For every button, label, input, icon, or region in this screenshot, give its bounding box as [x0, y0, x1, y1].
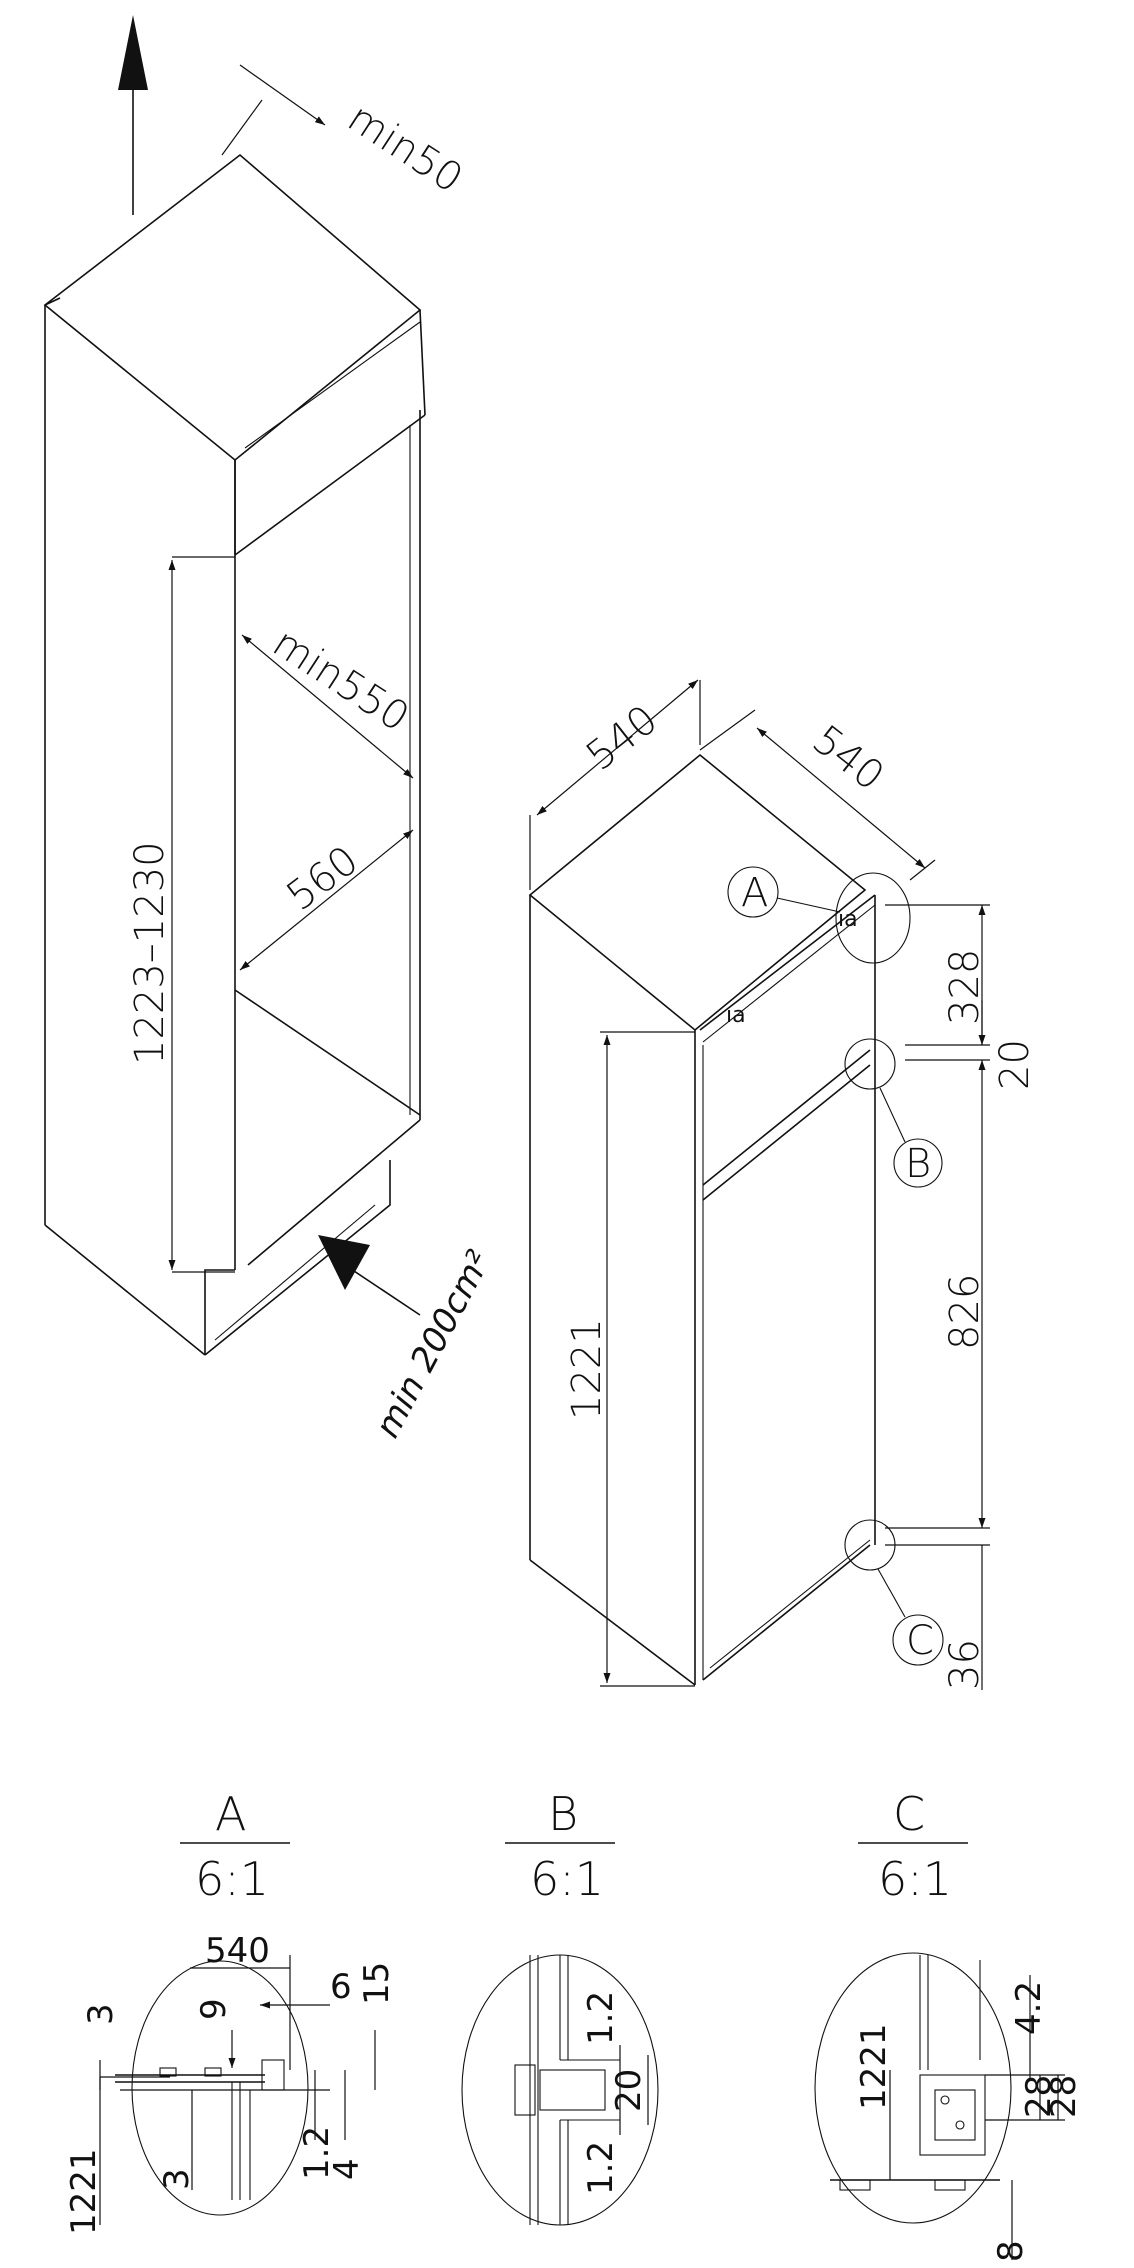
detail-a-height-label: 1221: [64, 2148, 104, 2235]
detail-a: A 6:1 540 6 15 9 3 1.2 4 3 1221: [64, 1787, 397, 2235]
detail-a-scale: 6:1: [195, 1852, 269, 1906]
dim-middle-label: 826: [942, 1274, 988, 1350]
detail-c-d28-outer-label: 28: [1044, 2075, 1084, 2118]
svg-text:ıa: ıa: [838, 907, 858, 932]
callout-c-bubble: [892, 1614, 944, 1666]
top-clearance-label: min50: [340, 95, 471, 202]
detail-c-scale: 6:1: [878, 1852, 952, 1906]
fridge-top: [528, 753, 867, 1032]
detail-c-d8-label: 8: [991, 2240, 1031, 2262]
detail-c-title: C: [893, 1787, 925, 1841]
callout-a-circle: [835, 872, 911, 964]
ventilation-arrow-icon: [318, 1235, 370, 1290]
cabinet-drawing: min50 min550 560 1223–1230 min 200cm²: [43, 15, 500, 1444]
detail-c-circle: [814, 1952, 1012, 2224]
depth-label: min550: [265, 620, 417, 741]
svg-text:ıa: ıa: [726, 1003, 746, 1028]
detail-a-d1-2-label: 1.2: [297, 2126, 337, 2180]
up-arrow-icon: [118, 15, 148, 90]
callout-b-bubble: [893, 1138, 943, 1188]
detail-a-circle: [131, 1960, 309, 2216]
dim-bottom-label: 36: [942, 1639, 988, 1690]
detail-a-d3-top-label: 3: [81, 2003, 121, 2025]
detail-c: C 6:1 1221 4.2 28 28 8: [814, 1787, 1084, 2262]
detail-b-d1-2-top-label: 1.2: [581, 1991, 621, 2045]
callout-a-label: A: [741, 870, 768, 916]
detail-a-d6-label: 6: [330, 1967, 352, 2007]
callout-b-label: B: [905, 1141, 931, 1187]
detail-c-d28-inner-label: 28: [1019, 2075, 1059, 2118]
detail-b-d1-2-bottom-label: 1.2: [581, 2141, 621, 2195]
callout-c-label: C: [906, 1618, 934, 1664]
callout-a-bubble: [727, 866, 779, 918]
detail-a-d9-label: 9: [194, 1998, 234, 2020]
dim-top-label: 328: [942, 949, 988, 1025]
detail-b-d20-label: 20: [609, 2069, 649, 2112]
detail-b: B 6:1 1.2 20 1.2: [461, 1787, 659, 2226]
fridge-drawing: ıa ıa 540 540 A B C 1221: [528, 679, 1038, 1690]
niche-height-label: 1223–1230: [127, 841, 173, 1065]
cabinet-top: [43, 153, 422, 462]
detail-a-title: A: [215, 1787, 246, 1841]
detail-b-scale: 6:1: [530, 1852, 604, 1906]
fridge-depth-label: 540: [804, 717, 892, 800]
detail-c-d4-2-label: 4.2: [1009, 1981, 1049, 2035]
ventilation-label: min 200cm²: [368, 1244, 500, 1444]
detail-a-d15-label: 15: [357, 1962, 397, 2005]
detail-a-d4-label: 4: [327, 2158, 367, 2180]
dim-gap-label: 20: [992, 1039, 1038, 1090]
detail-c-height-label: 1221: [854, 2023, 894, 2110]
detail-b-title: B: [548, 1787, 578, 1841]
detail-a-d3-bottom-label: 3: [157, 2168, 197, 2190]
callout-b-circle: [844, 1038, 896, 1090]
detail-a-width-label: 540: [205, 1931, 270, 1971]
fridge-height-label: 1221: [564, 1318, 610, 1420]
fridge-width-label: 540: [578, 697, 666, 780]
width-label: 560: [278, 837, 367, 920]
